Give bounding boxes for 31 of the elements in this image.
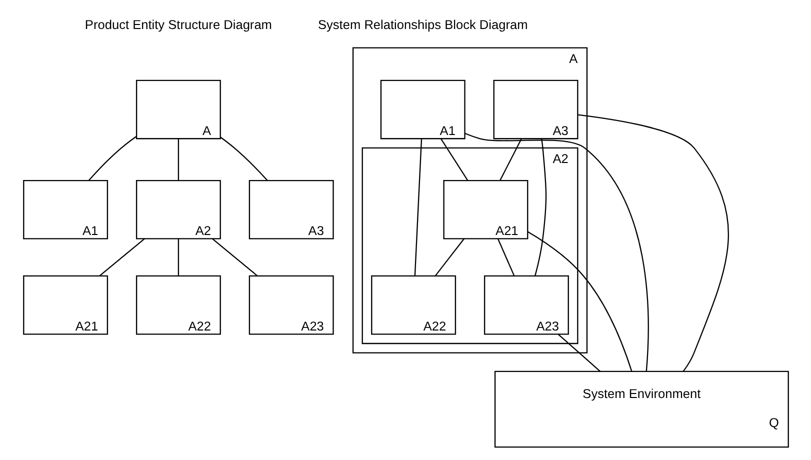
node-box: A23 bbox=[483, 275, 568, 335]
node-box: A22 bbox=[135, 275, 220, 335]
connector bbox=[88, 136, 136, 181]
node-box: A21 bbox=[22, 275, 108, 335]
node-box: A1 bbox=[22, 180, 108, 240]
node-box: A1 bbox=[380, 80, 465, 140]
connector bbox=[557, 334, 600, 372]
node-box: A3 bbox=[492, 80, 578, 140]
connector bbox=[177, 138, 179, 180]
connector bbox=[177, 238, 179, 276]
connector bbox=[577, 114, 728, 372]
connector bbox=[440, 138, 468, 181]
connector bbox=[496, 238, 514, 276]
connector bbox=[211, 238, 257, 276]
node-box: A21 bbox=[442, 180, 528, 240]
node-box: A2 bbox=[135, 180, 220, 240]
node-box: A bbox=[135, 80, 220, 140]
label: Product Entity Structure Diagram bbox=[84, 16, 272, 32]
node-box: A3 bbox=[248, 180, 334, 240]
node-box: A22 bbox=[370, 275, 456, 335]
node-box: System Environment Q bbox=[494, 370, 788, 448]
connector bbox=[499, 138, 522, 181]
connector bbox=[414, 138, 422, 276]
connector bbox=[534, 138, 546, 276]
connector bbox=[434, 238, 464, 276]
connector bbox=[464, 132, 648, 372]
label: System Relationships Block Diagram bbox=[317, 16, 528, 32]
connector bbox=[527, 231, 632, 372]
connector bbox=[98, 238, 144, 276]
connector bbox=[220, 136, 268, 181]
node-box: A23 bbox=[248, 275, 334, 335]
